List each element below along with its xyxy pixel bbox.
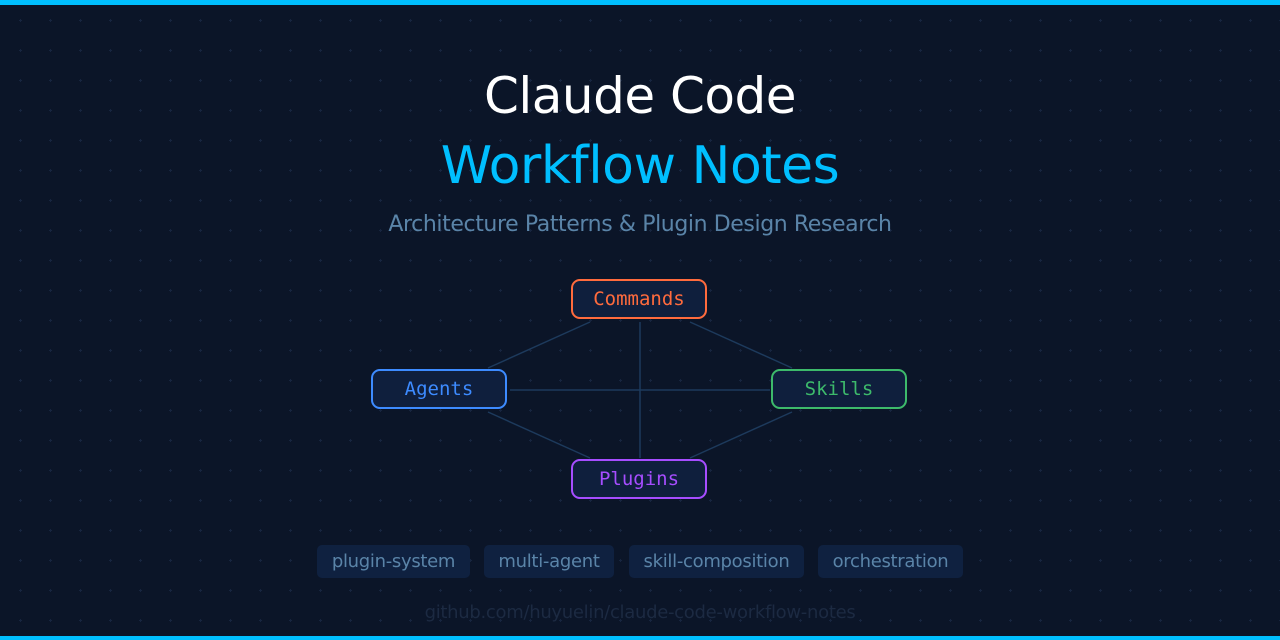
node-skills: Skills	[771, 369, 907, 409]
tag-orchestration: orchestration	[818, 545, 963, 578]
node-plugins: Plugins	[571, 459, 707, 499]
node-agents: Agents	[371, 369, 507, 409]
connector-agents-plugins	[487, 411, 591, 459]
node-label: Agents	[404, 378, 474, 400]
bottom-accent-bar	[0, 636, 1280, 640]
node-commands: Commands	[571, 279, 707, 319]
tag-multi-agent: multi-agent	[484, 545, 614, 578]
node-label: Plugins	[598, 468, 680, 490]
title-line-1: Claude Code	[483, 67, 797, 125]
subtitle: Architecture Patterns & Plugin Design Re…	[388, 212, 892, 237]
node-label: Commands	[593, 288, 685, 310]
tag-list: plugin-system multi-agent skill-composit…	[0, 545, 1280, 578]
connector-commands-agents	[487, 321, 591, 369]
connector-commands-skills	[689, 321, 793, 369]
tag-skill-composition: skill-composition	[629, 545, 804, 578]
connector-skills-plugins	[689, 411, 793, 459]
repo-url: github.com/huyuelin/claude-code-workflow…	[424, 602, 856, 623]
node-label: Skills	[804, 378, 874, 400]
top-accent-bar	[0, 0, 1280, 5]
title-line-2: Workflow Notes	[440, 136, 840, 196]
tag-plugin-system: plugin-system	[317, 545, 470, 578]
